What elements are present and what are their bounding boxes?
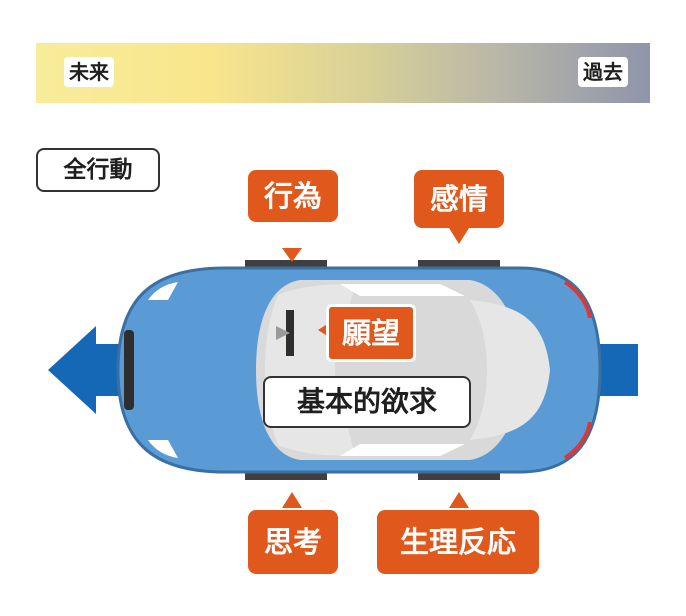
front-bumper [124, 330, 134, 410]
rear-top-pointer [449, 228, 469, 244]
future-label: 未来 [64, 57, 114, 87]
rear-window [470, 300, 550, 440]
whole-action-label: 全行動 [36, 148, 160, 192]
front-bottom-pointer [282, 492, 302, 508]
rear-light-top [563, 280, 592, 319]
forward-arrow [48, 326, 135, 414]
basic-needs-label: 基本的欲求 [263, 376, 471, 428]
rear-bottom-pointer [449, 492, 469, 508]
tag-action: 行為 [248, 170, 338, 222]
tag-wants: 願望 [326, 304, 416, 362]
tag-physiology: 生理反応 [377, 510, 539, 574]
steering-indicator [276, 326, 290, 340]
headlight-bottom [148, 440, 178, 458]
rear-light-bottom [563, 421, 592, 460]
tag-feeling: 感情 [414, 170, 504, 228]
timeline-bar: 未来 過去 [36, 43, 650, 103]
rear-arrow [600, 344, 638, 396]
past-label: 過去 [578, 57, 628, 87]
tag-thinking: 思考 [248, 510, 338, 574]
front-top-pointer [282, 248, 302, 262]
headlight-top [148, 282, 178, 300]
window-top [340, 284, 465, 296]
window-bottom [340, 444, 465, 456]
